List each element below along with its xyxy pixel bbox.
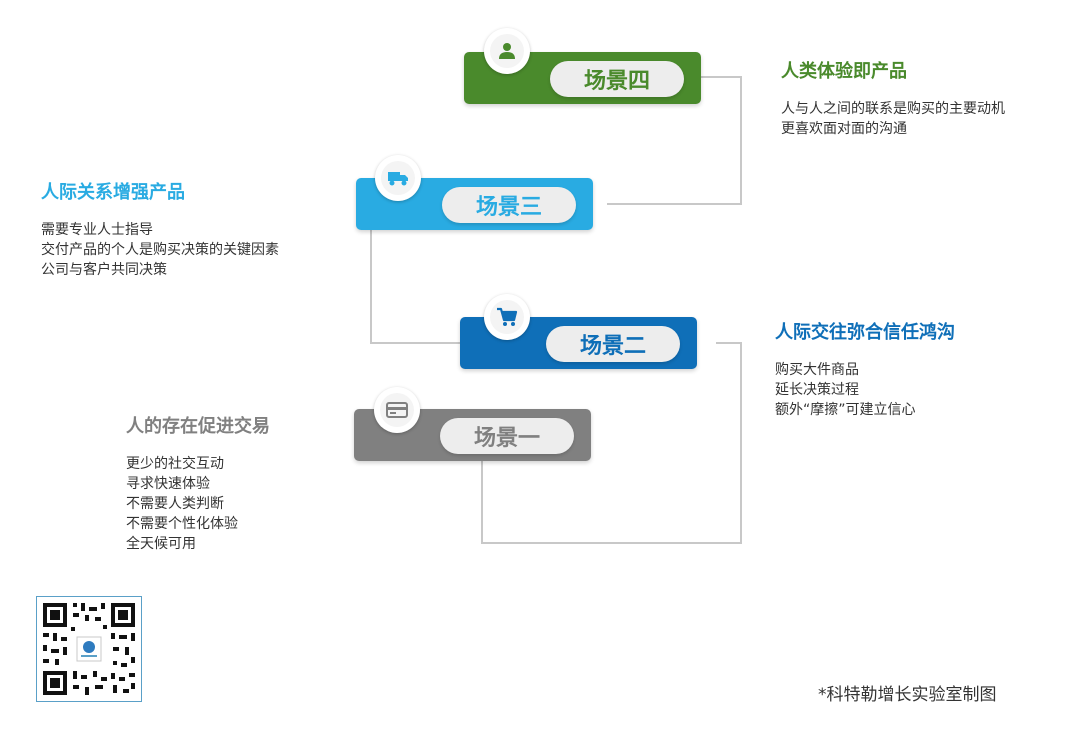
qr-code-icon [36, 596, 142, 702]
scene1-description: 人的存在促进交易 更少的社交互动 寻求快速体验 不需要人类判断 不需要个性化体验… [126, 412, 270, 554]
scene1-label: 场景一 [473, 426, 540, 451]
scene3-description: 人际关系增强产品 需要专业人士指导 交付产品的个人是购买决策的关键因素 公司与客… [41, 178, 279, 280]
scene3-title: 人际关系增强产品 [41, 182, 185, 203]
scene4-line: 人与人之间的联系是购买的主要动机 [781, 101, 1005, 117]
scene2-label: 场景二 [579, 334, 646, 359]
scene2-line: 购买大件商品 [775, 362, 859, 378]
scene4-pill: 场景四 [550, 61, 684, 97]
cart-icon [497, 307, 518, 326]
credit-text: *科特勒增长实验室制图 [818, 685, 997, 705]
scene3-line: 公司与客户共同决策 [41, 262, 167, 278]
scene2-title: 人际交往弥合信任鸿沟 [775, 322, 955, 343]
scene1-title: 人的存在促进交易 [126, 416, 270, 437]
scene3-pill: 场景三 [442, 187, 576, 223]
scene3-line: 需要专业人士指导 [41, 222, 153, 238]
scene1-line: 不需要人类判断 [126, 496, 224, 512]
scene1-line: 全天候可用 [126, 536, 196, 552]
card-icon [386, 402, 408, 418]
scene2-pill: 场景二 [546, 326, 680, 362]
scene1-line: 更少的社交互动 [126, 456, 224, 472]
scene2-badge [484, 294, 530, 340]
scene1-pill: 场景一 [440, 418, 574, 454]
user-icon [499, 43, 515, 59]
connector-scene4-scene3 [607, 76, 742, 205]
scene2-description: 人际交往弥合信任鸿沟 购买大件商品 延长决策过程 额外“摩擦”可建立信心 [775, 318, 955, 420]
scene4-description: 人类体验即产品 人与人之间的联系是购买的主要动机 更喜欢面对面的沟通 [781, 57, 1005, 139]
scene4-line: 更喜欢面对面的沟通 [781, 121, 907, 137]
scene3-label: 场景三 [475, 195, 542, 220]
scene2-line: 额外“摩擦”可建立信心 [775, 402, 916, 418]
scene4-title: 人类体验即产品 [781, 61, 907, 82]
scene3-badge [375, 155, 421, 201]
scene2-line: 延长决策过程 [775, 382, 859, 398]
connector-scene3-scene2 [370, 228, 460, 344]
connector-scene2-scene1 [481, 342, 742, 544]
scene1-line: 寻求快速体验 [126, 476, 210, 492]
scene1-badge [374, 387, 420, 433]
truck-icon [388, 172, 408, 186]
scene1-line: 不需要个性化体验 [126, 516, 238, 532]
scene4-label: 场景四 [583, 69, 650, 94]
scene3-line: 交付产品的个人是购买决策的关键因素 [41, 242, 279, 258]
scene4-badge [484, 28, 530, 74]
